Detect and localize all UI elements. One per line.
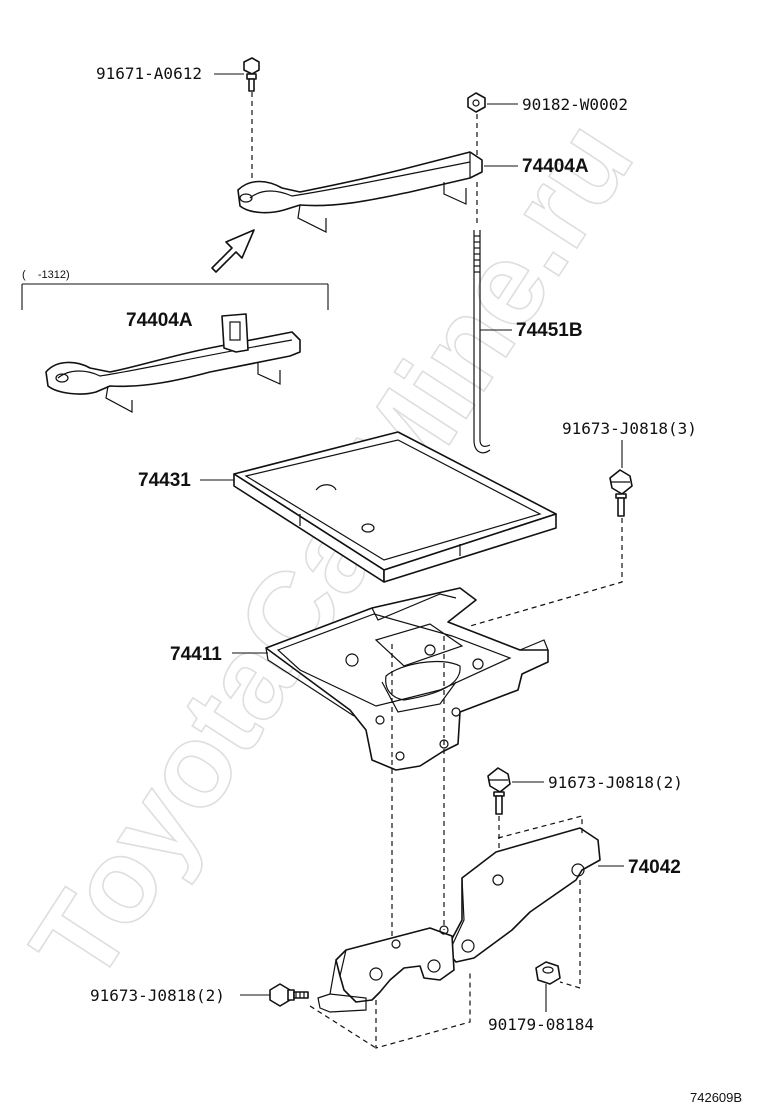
support-bracket <box>317 827 601 1013</box>
nut-90182-icon <box>467 92 486 113</box>
nut-90179-icon <box>535 961 561 985</box>
label-74451B: 74451B <box>516 320 583 341</box>
bolt-91673-2-right-icon <box>487 767 511 815</box>
label-74411: 74411 <box>170 644 222 665</box>
diagram-reference-number: 742609B <box>690 1090 742 1105</box>
range-note: ( -1312) <box>22 269 70 281</box>
label-90182-W0002: 90182-W0002 <box>522 95 628 114</box>
bolt-91673-3-icon <box>609 469 633 517</box>
label-74404A-alt: 74404A <box>126 310 193 331</box>
bolt-91673-2-left-icon <box>269 983 309 1007</box>
label-91673-J0818-2-right: 91673-J0818(2) <box>548 773 683 792</box>
label-91671-A0612: 91671-A0612 <box>96 64 202 83</box>
label-74042: 74042 <box>628 857 681 878</box>
hold-down-rod <box>473 230 491 454</box>
label-90179-08184: 90179-08184 <box>488 1015 594 1034</box>
battery-clamp-alt <box>45 313 301 414</box>
label-91673-J0818-2-left: 91673-J0818(2) <box>90 986 225 1005</box>
direction-arrow-icon <box>211 229 255 273</box>
range-bracket <box>21 283 329 310</box>
bolt-91671-icon <box>243 57 260 92</box>
label-74404A-top: 74404A <box>522 156 589 177</box>
battery-clamp-top <box>237 151 483 233</box>
battery-tray <box>233 431 557 583</box>
battery-carrier <box>265 587 549 771</box>
label-74431: 74431 <box>138 470 191 491</box>
label-91673-J0818-3: 91673-J0818(3) <box>562 419 697 438</box>
